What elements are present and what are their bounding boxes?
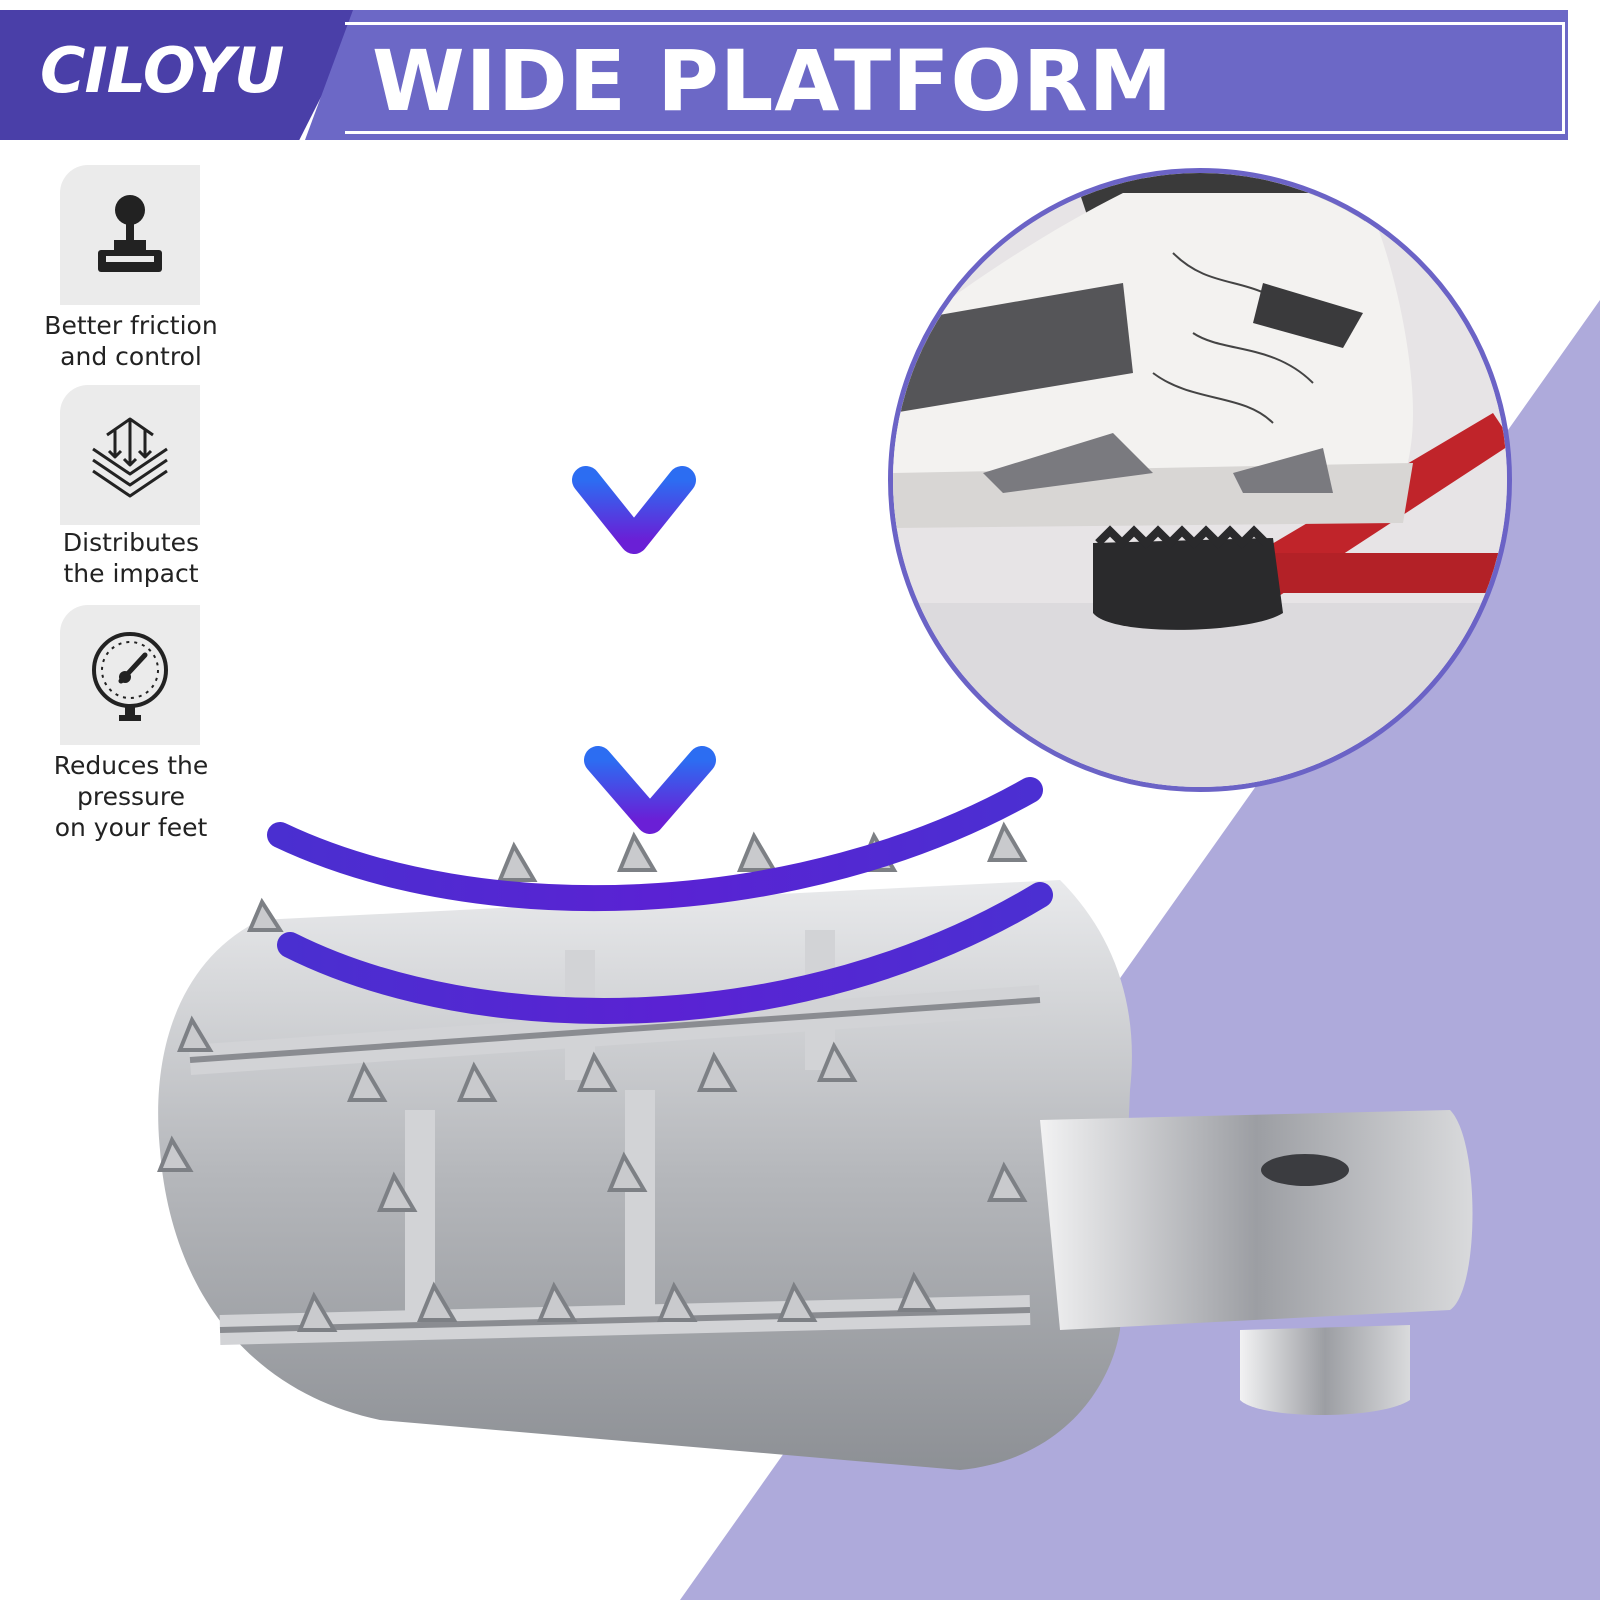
- shoe-on-foot-peg-photo: [893, 173, 1507, 787]
- brand-banner: [0, 10, 365, 140]
- title-banner-border: [345, 22, 1565, 134]
- pressure-gauge-icon: [92, 632, 168, 721]
- foot-peg: [157, 821, 1473, 1470]
- layers-arrows-icon: [92, 417, 168, 498]
- feature-card-pressure: [60, 605, 200, 745]
- feature-label-impact: Distributes the impact: [62, 528, 200, 588]
- feature-card-impact: [60, 385, 200, 525]
- title-banner: [305, 10, 1568, 140]
- brand-name: CILOYU: [40, 34, 284, 107]
- feature-label-pressure: Reduces the pressure on your feet: [53, 751, 209, 842]
- joystick-icon: [98, 195, 162, 272]
- pressure-curve-upper: [267, 777, 1043, 912]
- usage-photo-circle: [888, 168, 1512, 792]
- down-arrow-bottom: [584, 606, 716, 834]
- page-title: WIDE PLATFORM: [372, 32, 1174, 130]
- pressure-curve-lower: [277, 882, 1053, 1024]
- down-arrow-top: [572, 331, 696, 554]
- feature-card-friction: [60, 165, 200, 305]
- feature-label-friction: Better friction and control: [44, 311, 218, 371]
